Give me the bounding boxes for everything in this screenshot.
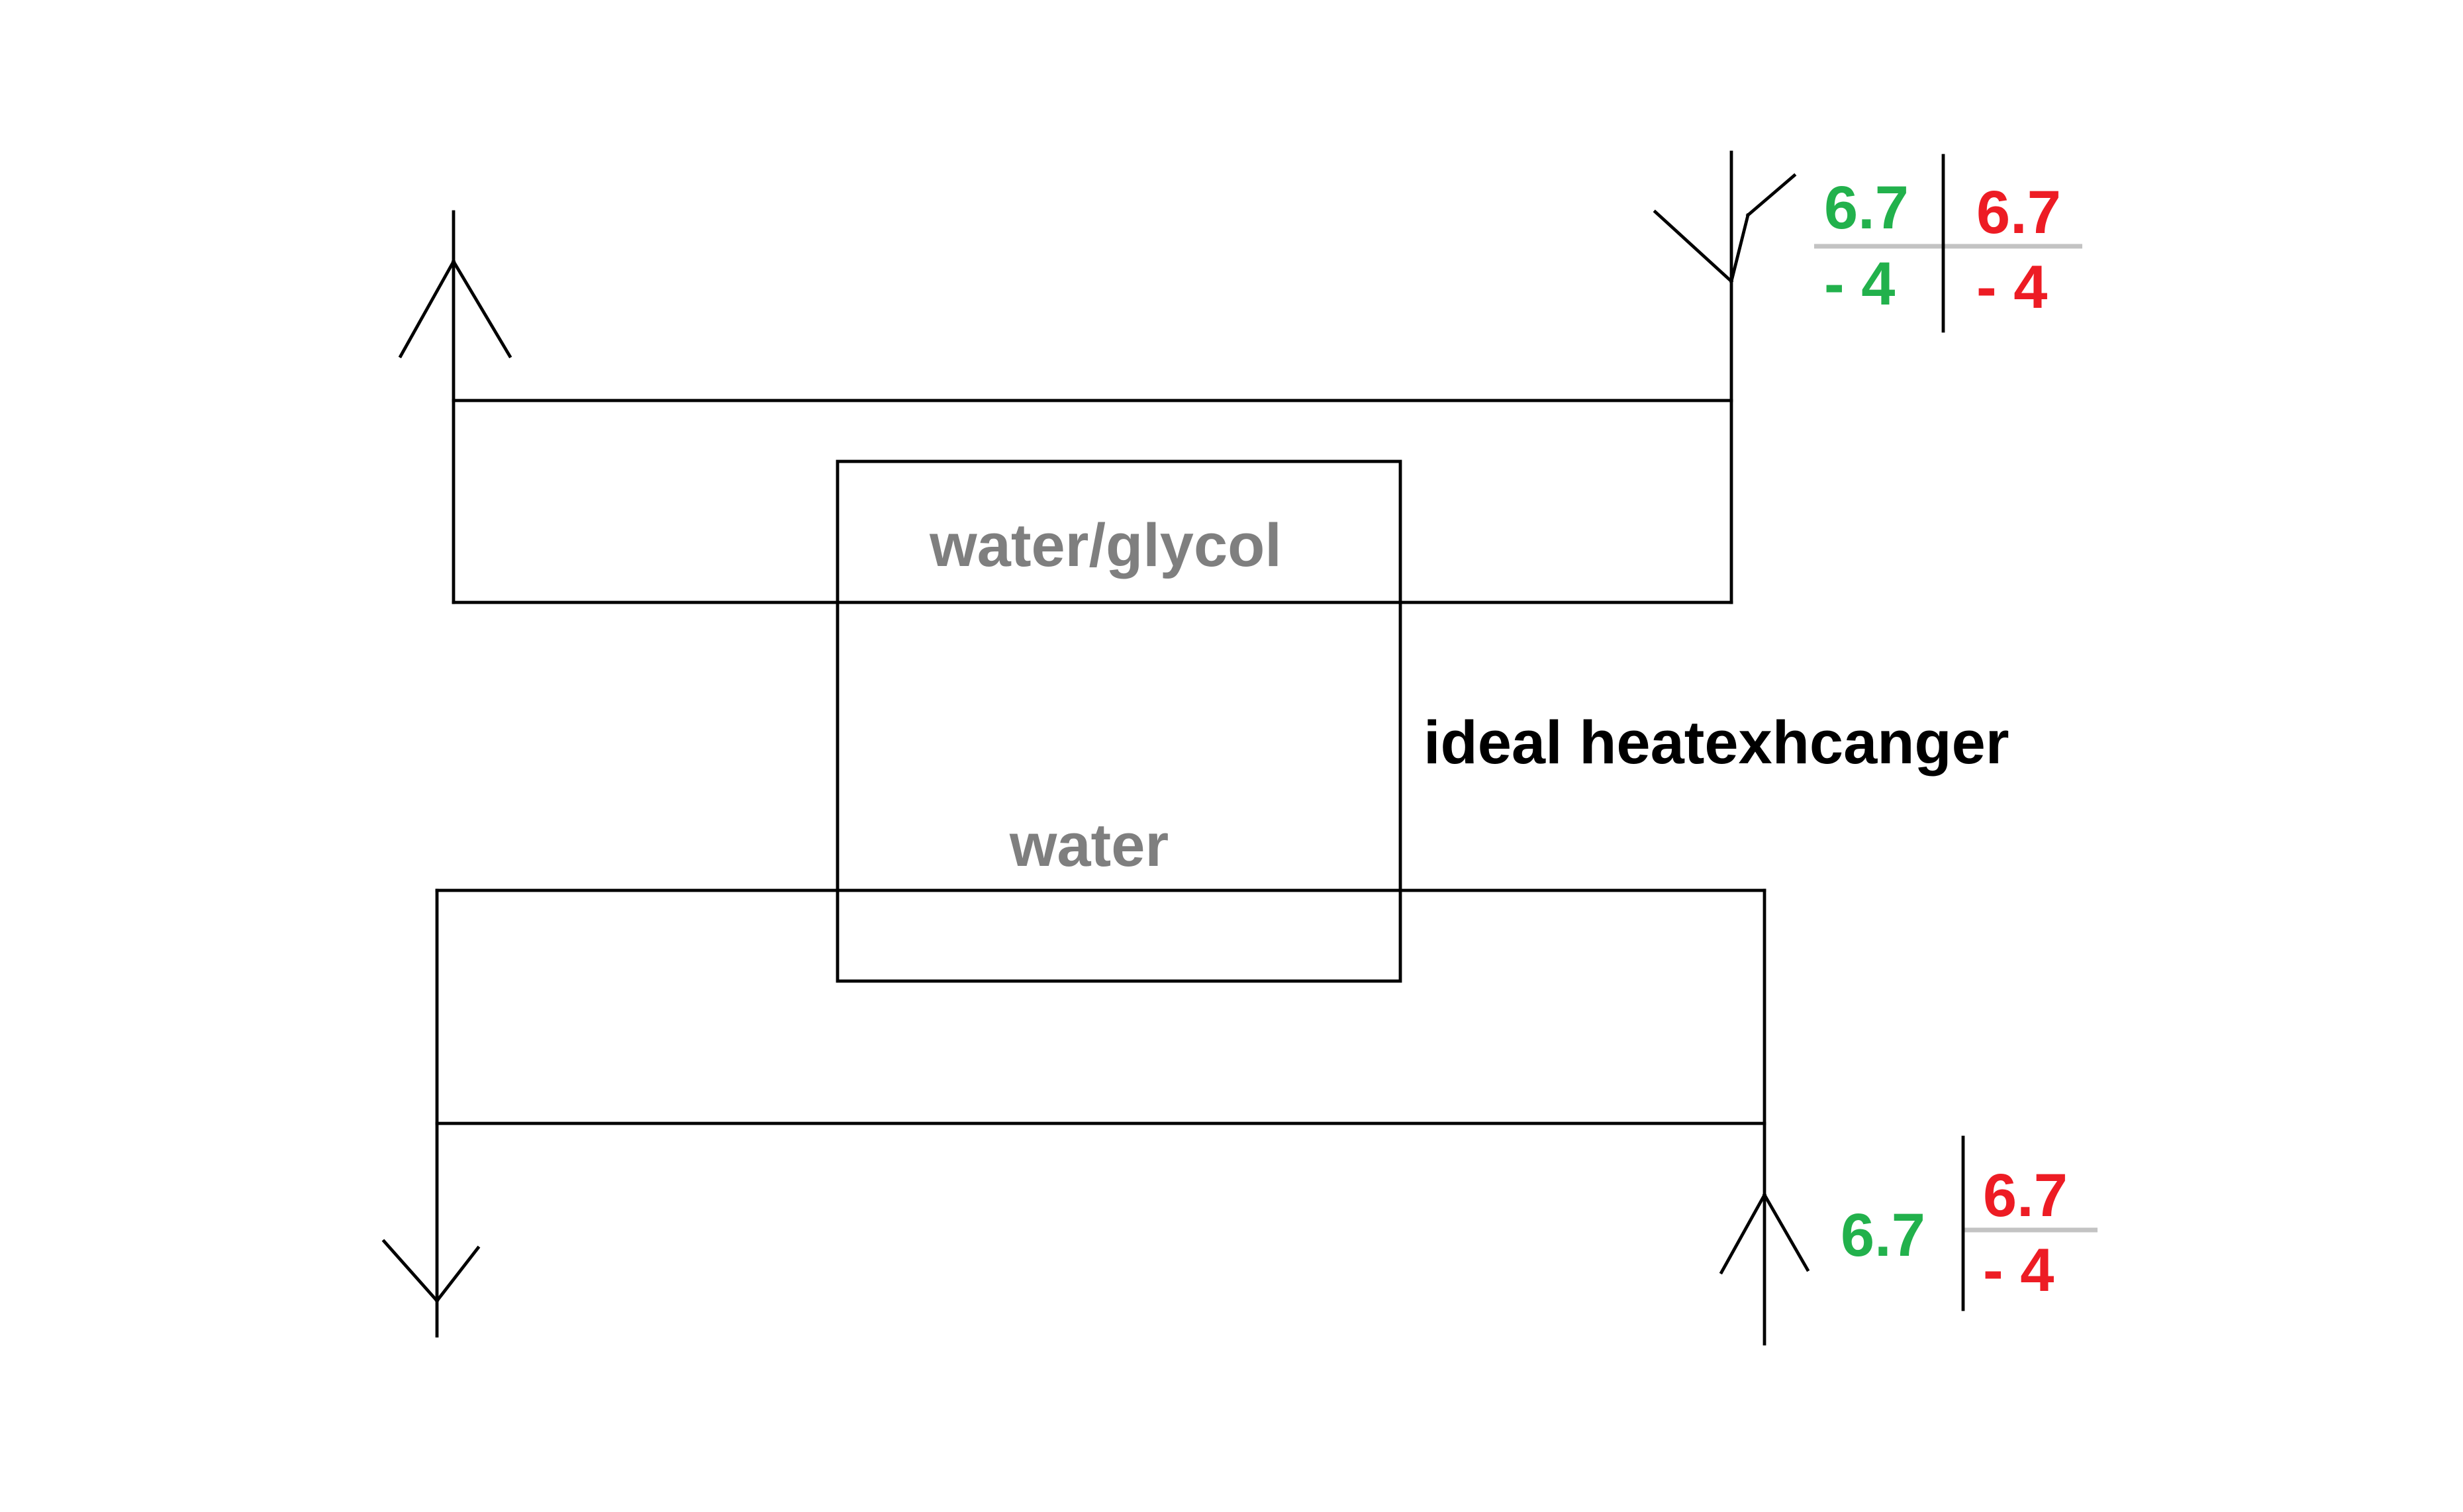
readout-red-top: 6.7: [1976, 179, 2061, 246]
readout-red-bottom: - 4: [1983, 1237, 2054, 1304]
readout-green-value: 6.7: [1841, 1202, 1925, 1269]
readout-green-top: 6.7: [1824, 174, 1909, 242]
exchanger-label: ideal heatexhcanger: [1424, 709, 2009, 777]
bottom-loop: [435, 888, 1766, 1346]
top-right-temperature-readout: 6.7 - 4 6.7 - 4: [1814, 154, 2082, 333]
readout-green-bottom: - 4: [1824, 250, 1895, 318]
top-right-down-arrow-icon: [1653, 173, 1797, 284]
top-left-up-arrow-icon: [398, 259, 512, 359]
bottom-left-down-arrow-icon: [381, 1239, 481, 1303]
bottom-right-temperature-readout: 6.7 6.7 - 4: [1841, 1135, 2098, 1311]
heat-exchanger-box: [836, 459, 1402, 983]
bottom-right-up-arrow-icon: [1719, 1192, 1810, 1275]
readout-red-top: 6.7: [1983, 1162, 2068, 1229]
readout-red-bottom: - 4: [1976, 254, 2047, 321]
top-loop: [452, 150, 1733, 604]
bottom-channel-label: water: [1009, 812, 1169, 879]
top-channel-label: water/glycol: [929, 512, 1282, 579]
